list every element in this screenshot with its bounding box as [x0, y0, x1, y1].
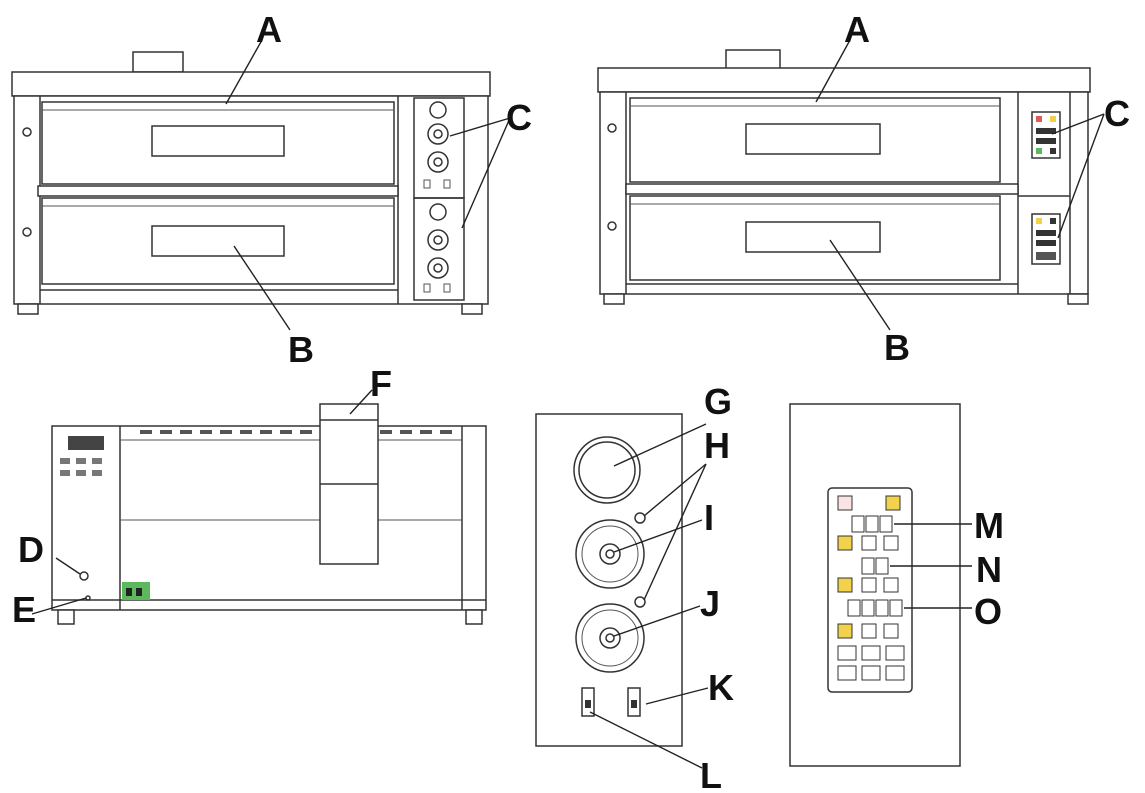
label-G: G — [704, 381, 732, 422]
digital-panel-upper — [1031, 111, 1061, 159]
oven-body — [13, 95, 489, 305]
digital-control-panel: M N O — [789, 403, 1004, 767]
analog-control-panel: G H I J K L — [535, 381, 734, 793]
power-icon — [581, 687, 595, 717]
lower-dials — [423, 203, 451, 293]
digital-panel-lower — [1031, 213, 1061, 265]
upper-dials — [423, 101, 451, 189]
chimney — [132, 51, 184, 73]
side-body — [51, 425, 487, 611]
label-H: H — [704, 425, 730, 466]
side-view: F D E — [12, 363, 487, 630]
indicator-light-lower — [634, 596, 646, 608]
label-C-2: C — [1104, 93, 1130, 134]
lower-deck-door-2 — [629, 195, 1001, 281]
label-O: O — [974, 591, 1002, 632]
label-I: I — [704, 497, 714, 538]
control-panel-lower — [413, 197, 465, 301]
analog-panel-plate — [535, 413, 683, 747]
label-A-1: A — [256, 9, 282, 50]
label-N: N — [976, 549, 1002, 590]
oven-top-2 — [597, 67, 1091, 93]
front-view-digital: A B C — [597, 9, 1130, 368]
function-keys — [837, 645, 905, 681]
front-view-analog: A B C — [11, 9, 532, 370]
label-L: L — [700, 755, 722, 793]
indicator-light-upper — [634, 512, 646, 524]
light-icon — [627, 687, 641, 717]
connector-D — [79, 571, 89, 581]
upper-deck-door — [41, 101, 395, 185]
label-C-1: C — [506, 97, 532, 138]
label-A-2: A — [844, 9, 870, 50]
lower-window — [151, 225, 285, 257]
vent-slots — [140, 430, 452, 434]
chimney-2 — [725, 49, 781, 71]
thermometer-icon — [573, 436, 641, 504]
label-F: F — [370, 363, 392, 404]
rating-plate — [60, 436, 104, 476]
keypad — [827, 487, 913, 693]
label-K: K — [708, 667, 734, 708]
display-N — [861, 557, 889, 575]
lower-window-2 — [745, 221, 881, 253]
thermostat-dial-lower — [575, 603, 645, 673]
label-B-1: B — [288, 329, 314, 370]
label-D: D — [18, 529, 44, 570]
upper-window — [151, 125, 285, 157]
display-O — [847, 599, 903, 617]
upper-deck-door-2 — [629, 97, 1001, 183]
oven-top — [11, 71, 491, 97]
lower-deck-door — [41, 197, 395, 285]
display-M — [851, 515, 893, 533]
label-M: M — [974, 505, 1004, 546]
label-E: E — [12, 589, 36, 630]
thermostat-dial-upper — [575, 519, 645, 589]
label-B-2: B — [884, 327, 910, 368]
label-J: J — [700, 583, 720, 624]
upper-window-2 — [745, 123, 881, 155]
